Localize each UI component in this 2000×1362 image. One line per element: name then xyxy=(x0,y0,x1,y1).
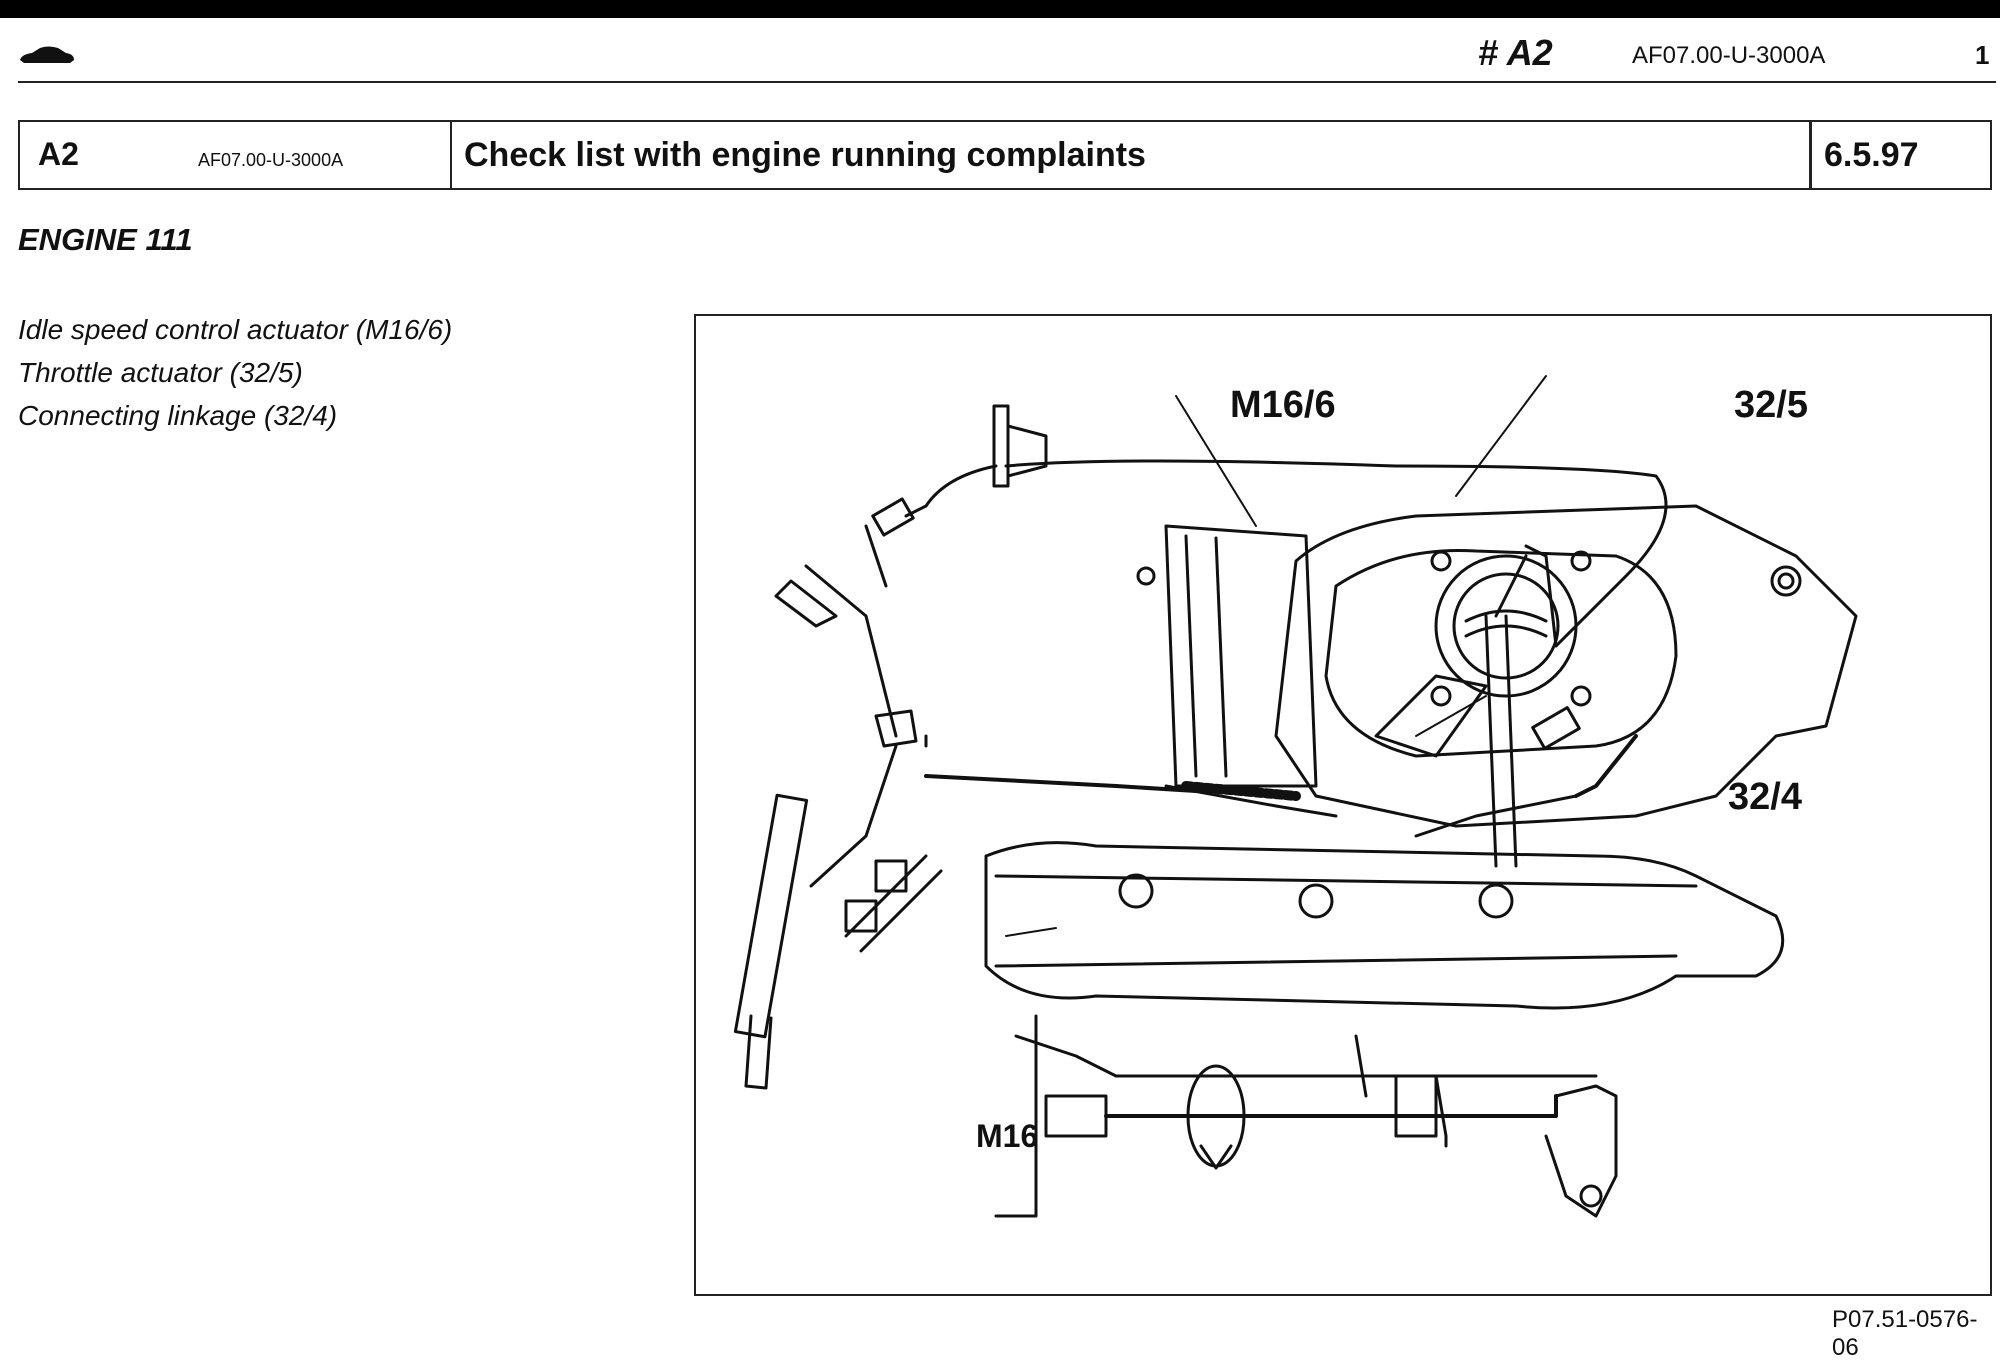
label-m16: M16 xyxy=(976,1118,1039,1154)
title-table: A2 AF07.00-U-3000A Check list with engin… xyxy=(18,120,1992,190)
header-hash-code: # A2 xyxy=(1478,32,1553,73)
legend-item: Connecting linkage (32/4) xyxy=(18,400,338,431)
document-title: Check list with engine running complaint… xyxy=(464,136,1146,174)
component-legend: Idle speed control actuator (M16/6) Thro… xyxy=(18,308,452,437)
header-divider xyxy=(18,81,1996,83)
top-black-bar xyxy=(0,0,2000,18)
section-code: AF07.00-U-3000A xyxy=(198,150,344,170)
throttle-assembly-drawing xyxy=(733,375,1858,1218)
page-header: # A2 AF07.00-U-3000A 1 xyxy=(0,28,2000,88)
label-32-4: 32/4 xyxy=(1728,776,1802,818)
label-m16-6: M16/6 xyxy=(1230,384,1336,426)
engine-illustration: M16/6 32/5 32/4 M16 xyxy=(694,314,1992,1296)
header-doc-code: AF07.00-U-3000A xyxy=(1632,42,1826,69)
page-number: 1 xyxy=(1975,40,1990,70)
section-id: A2 xyxy=(38,136,79,172)
engine-heading: ENGINE 111 xyxy=(18,222,193,257)
title-cell: Check list with engine running complaint… xyxy=(452,122,1812,188)
legend-item: Idle speed control actuator (M16/6) xyxy=(18,314,453,345)
figure-reference: P07.51-0576-06 xyxy=(1832,1306,1978,1361)
document-date: 6.5.97 xyxy=(1824,136,1919,174)
label-32-5: 32/5 xyxy=(1734,384,1808,426)
legend-item: Throttle actuator (32/5) xyxy=(18,357,303,388)
car-silhouette-icon xyxy=(20,46,74,63)
title-section-cell: A2 AF07.00-U-3000A xyxy=(20,122,452,188)
date-cell: 6.5.97 xyxy=(1812,122,1990,188)
